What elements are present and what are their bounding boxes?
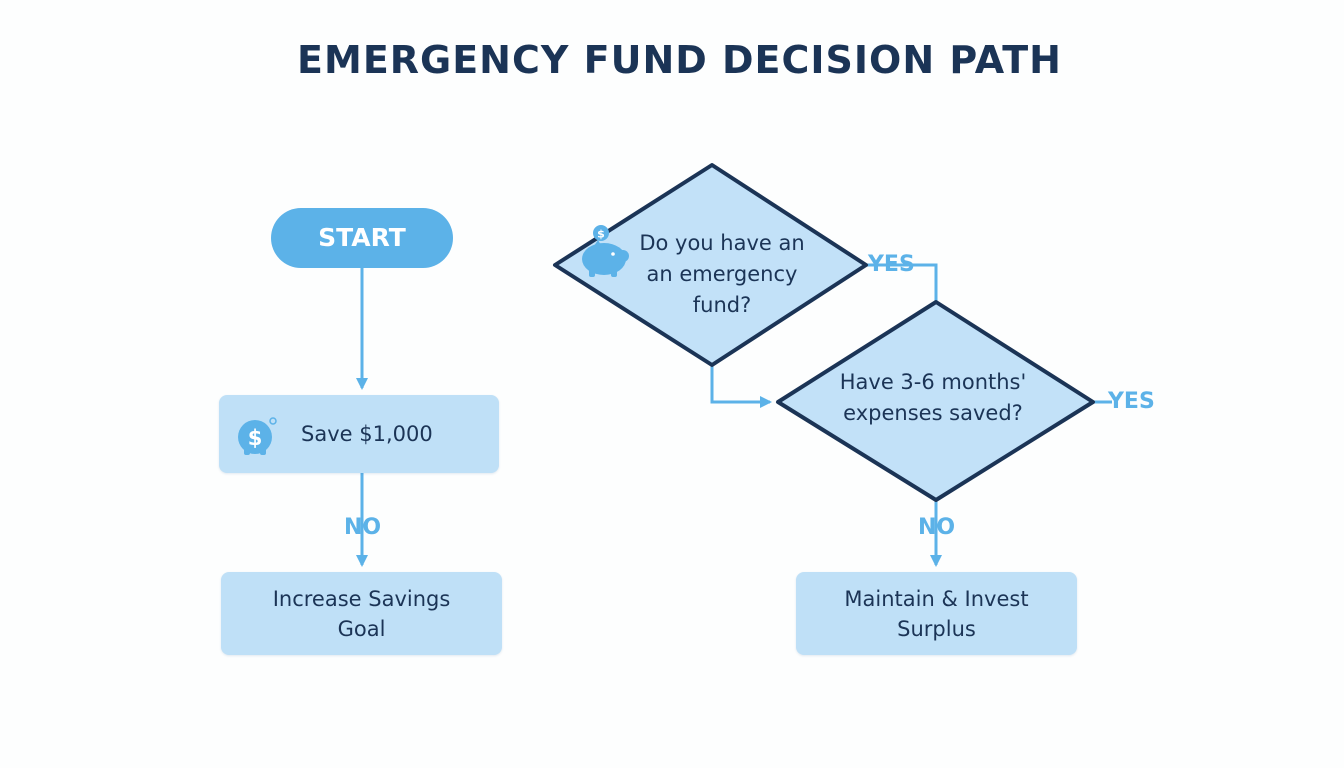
no-label-q2: NO [918,515,956,540]
increase-savings-label: Increase Savings Goal [272,586,451,641]
maintain-invest-label: Maintain & Invest Surplus [844,586,1029,641]
svg-text:$: $ [248,426,263,450]
no-label-save: NO [344,515,382,540]
question-months-saved: Have 3-6 months' expenses saved? [839,370,1027,425]
start-node: START [271,208,453,268]
maintain-invest-node: Maintain & Invest Surplus [796,572,1077,655]
yes-label-q2: YES [1108,389,1155,414]
increase-savings-node: Increase Savings Goal [221,572,502,655]
arrow-q1-to-q2 [710,365,772,408]
start-label: START [318,223,406,252]
connector-q1-yes [866,263,938,302]
yes-label-q1: YES [868,252,915,277]
piggy-bank-icon: $ [582,225,629,277]
question-emergency-fund: Do you have an an emergency fund? [639,231,805,317]
svg-text:$: $ [597,228,605,241]
decision-diamond-months-saved [776,300,1095,502]
page-title: EMERGENCY FUND DECISION PATH [297,38,1062,82]
money-bag-icon: $ [238,417,277,455]
save-label: Save $1,000 [301,422,433,446]
